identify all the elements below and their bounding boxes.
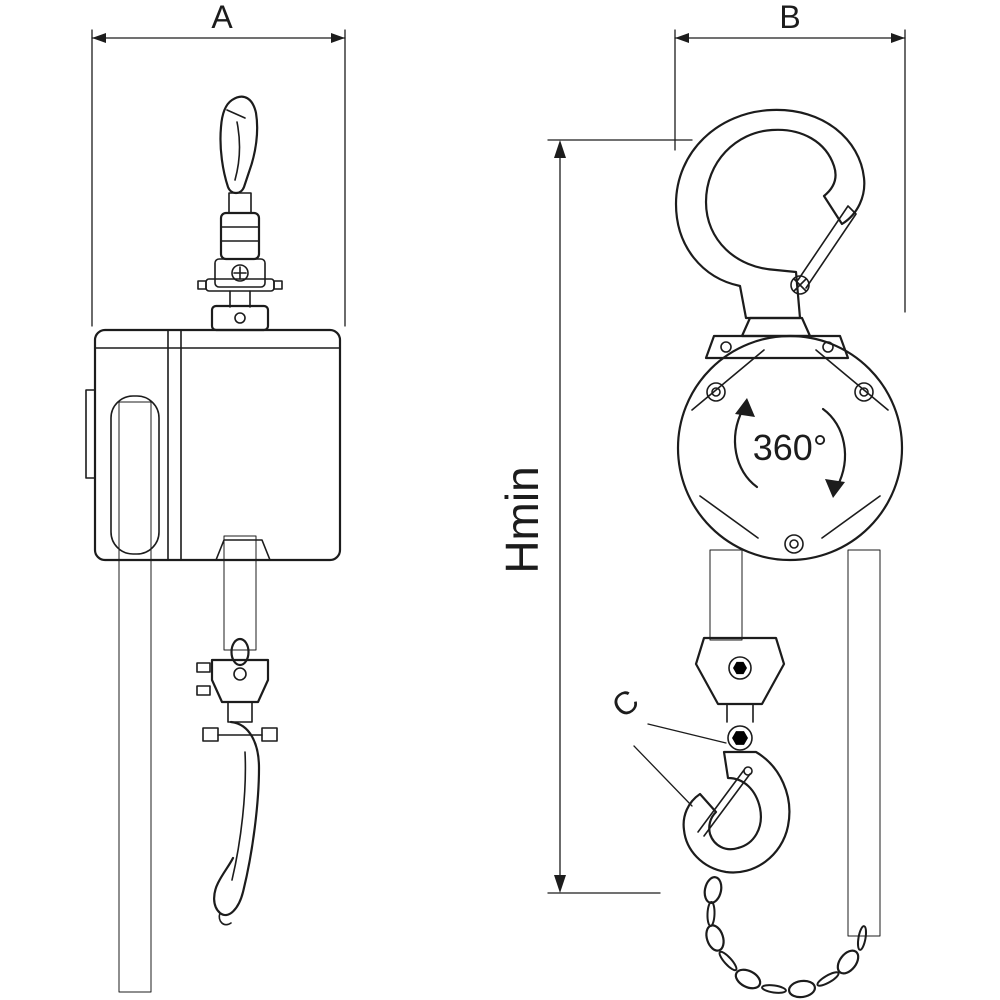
rotation-arrows [734, 398, 846, 498]
dim-label-c: C [605, 682, 645, 725]
safety-latch [790, 205, 857, 295]
bottom-hook-side [196, 637, 278, 926]
hand-chain-side [118, 401, 152, 993]
dim-label-a: A [211, 0, 233, 35]
chain-guide-slot [110, 395, 160, 555]
bolt-icon [196, 685, 211, 696]
rotation-arrow-left-icon [734, 407, 759, 489]
dim-label-hmin: Hmin [496, 466, 548, 573]
front-view: 360° [674, 108, 904, 999]
dimension-b: B [674, 0, 906, 313]
rotation-arrow-right-icon [821, 407, 846, 489]
hoist-body-side [85, 328, 342, 562]
side-view [85, 95, 342, 993]
pin-nut-icon [202, 727, 219, 742]
top-hook-side [197, 95, 283, 332]
gear-housing-front: 360° [676, 334, 904, 562]
bolt-icon [196, 662, 211, 673]
cover-bolt-icon [854, 382, 874, 402]
hook-shield-plate [694, 636, 786, 706]
hand-chain-fall-right [847, 549, 881, 937]
load-chain-side [223, 535, 257, 651]
top-hook-front [674, 108, 866, 360]
hook-swivel-base [740, 316, 812, 338]
hex-nut-icon [733, 661, 747, 675]
chain-outlet-notch [215, 539, 271, 561]
hex-nut-icon [732, 731, 748, 745]
bottom-hook-front [682, 636, 791, 874]
dimension-a: A [91, 0, 346, 327]
bottom-latch [697, 769, 751, 837]
dim-label-b: B [779, 0, 800, 35]
cover-bolt-icon [706, 382, 726, 402]
load-chain-fall-left [709, 549, 743, 641]
rotation-label: 360° [753, 427, 827, 468]
cover-bolt-icon [784, 534, 804, 554]
dimension-c: C [605, 682, 727, 807]
latch-screw-icon [790, 275, 810, 295]
hand-chain-loop [703, 876, 868, 999]
dimension-hmin: Hmin [496, 139, 693, 894]
cover-seams [691, 349, 889, 539]
pin-nut-icon [261, 727, 278, 742]
side-bracket [85, 389, 96, 479]
